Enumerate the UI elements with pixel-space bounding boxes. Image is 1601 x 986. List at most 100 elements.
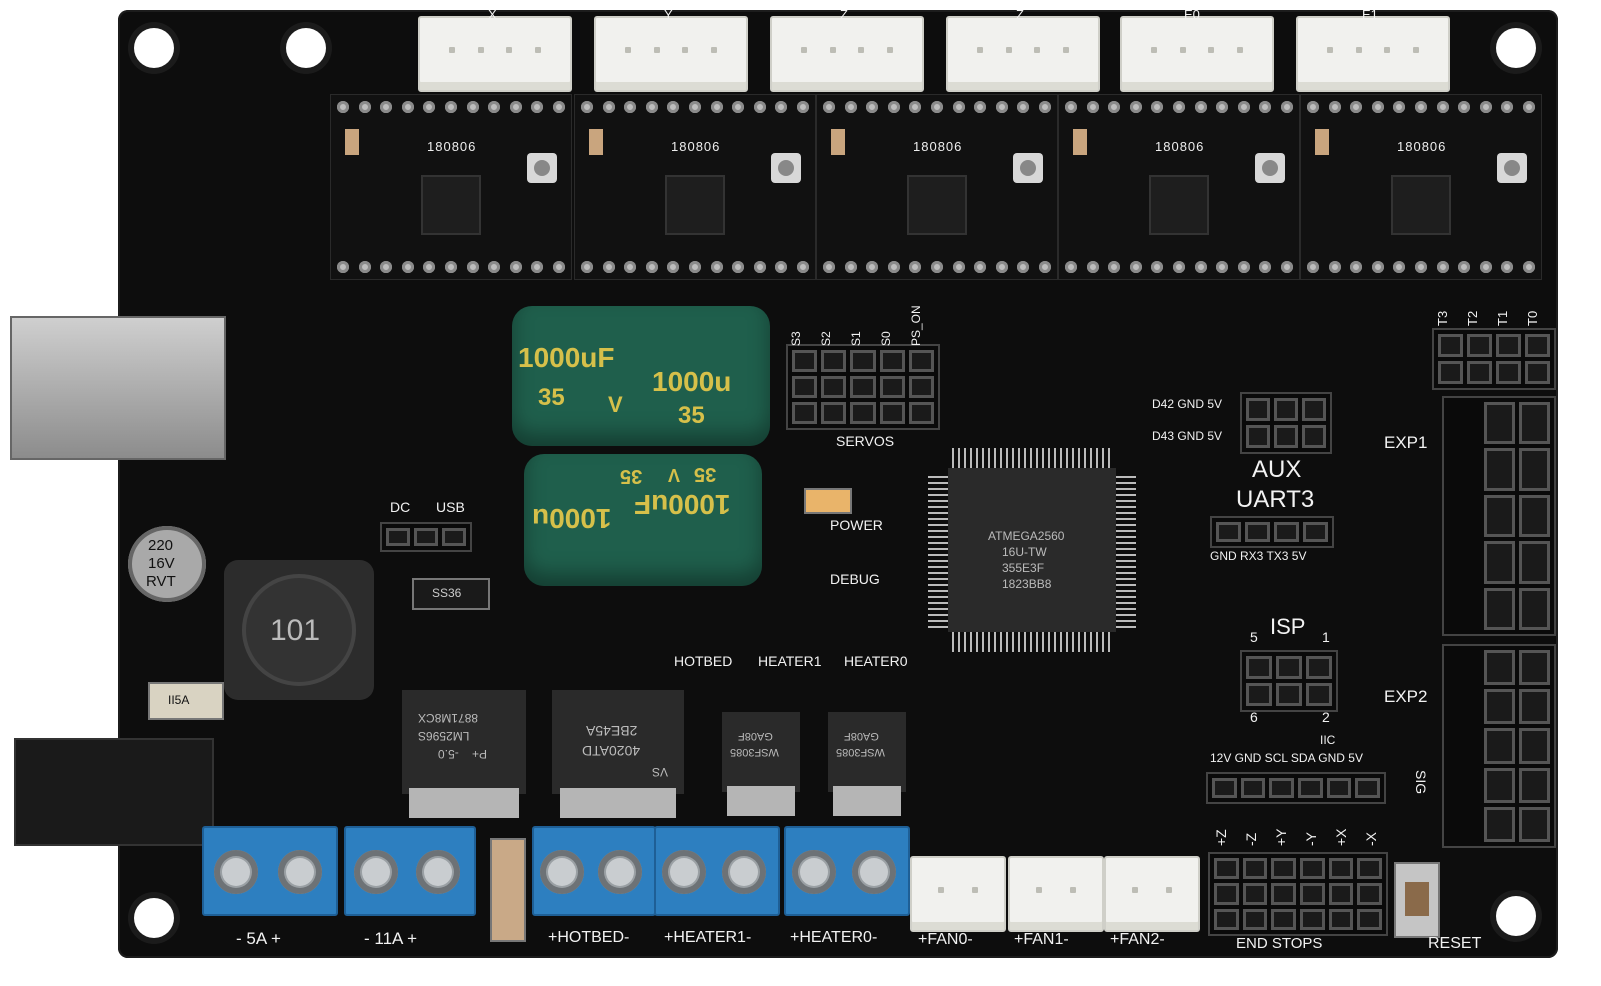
fuse: II5A	[148, 682, 224, 720]
iic-label: IIC	[1320, 733, 1336, 747]
uart3-label: UART3	[1236, 486, 1315, 513]
mounting-hole	[134, 898, 174, 938]
servo-pin-label: S1	[849, 331, 863, 346]
isp-pin-number: 5	[1250, 629, 1258, 645]
reset-button[interactable]	[1394, 862, 1440, 938]
cap-text: 35	[538, 384, 565, 411]
fan-label: +FAN0-	[918, 931, 973, 948]
aux-pin-label: D43 GND 5V	[1152, 429, 1223, 443]
thermistor-label: T1	[1495, 310, 1510, 326]
dc-usb-jumper[interactable]	[380, 522, 472, 552]
mosfet-text: WSF3085	[730, 746, 779, 758]
fan-connector-0[interactable]	[910, 856, 1006, 932]
screw-terminal-heater0[interactable]	[784, 826, 910, 916]
cap-text: 1000uF	[634, 489, 731, 520]
cap-text: V	[608, 392, 623, 417]
cap-text: 35	[620, 465, 643, 487]
cap-text: 1000u	[652, 366, 732, 397]
mosfet: WSF3085 GA08F	[828, 712, 906, 816]
screw-terminal-hotbed[interactable]	[532, 826, 656, 916]
electrolytic-capacitor-1000uf: 35 V 35 1000uF 1000u	[524, 454, 762, 586]
fuse-code: II5A	[168, 693, 190, 707]
terminal-label: +HEATER1-	[664, 929, 752, 946]
usb-label: USB	[436, 499, 465, 515]
exp1-header[interactable]	[1442, 396, 1556, 636]
power-inductor: 101	[224, 560, 374, 700]
fan-connector-2[interactable]	[1104, 856, 1200, 932]
motor-port-label: Y	[664, 7, 673, 22]
stepper-driver-module: 180806	[574, 94, 816, 280]
isp-pin-number: 2	[1322, 709, 1330, 725]
motor-connector-x	[418, 16, 572, 92]
driver-code: 180806	[671, 139, 721, 154]
screw-terminal-heater1[interactable]	[654, 826, 780, 916]
thermistor-label: T0	[1525, 310, 1540, 326]
motor-port-label: E1	[1362, 7, 1378, 22]
mounting-hole	[1496, 896, 1536, 936]
debug-label: DEBUG	[830, 571, 880, 587]
isp-label: ISP	[1270, 614, 1306, 639]
mounting-hole	[1496, 28, 1536, 68]
isp-pin-number: 1	[1322, 629, 1330, 645]
screw-terminal-11a[interactable]	[344, 826, 476, 916]
mcu-text: ATMEGA2560	[988, 529, 1065, 543]
mounting-hole	[134, 28, 174, 68]
mcu-pins-top	[952, 448, 1112, 468]
terminal-label: +HOTBED-	[548, 929, 630, 946]
iic-pin-labels: 12V GND SCL SDA GND 5V	[1210, 751, 1363, 765]
driver-code: 180806	[913, 139, 963, 154]
regulator-text: VS	[652, 765, 669, 779]
uart3-header[interactable]	[1210, 516, 1334, 548]
small-cap-text: RVT	[146, 573, 176, 590]
servo-pin-label: S3	[789, 331, 803, 346]
mosfet-text: GA08F	[738, 730, 773, 742]
endstop-label: +X	[1333, 828, 1349, 846]
motor-connector-e1	[1296, 16, 1450, 92]
thermistor-header[interactable]	[1432, 328, 1556, 390]
isp-header[interactable]	[1240, 650, 1338, 712]
servo-header[interactable]	[786, 344, 940, 430]
fan-label: +FAN1-	[1014, 931, 1069, 948]
regulator-text: P+	[472, 747, 488, 761]
voltage-regulator: 8871M8CX LM2596S -5.0 P+	[402, 690, 526, 818]
screw-terminal-5a[interactable]	[202, 826, 338, 916]
servo-pin-label: S0	[879, 331, 893, 346]
endstop-label: +Y	[1273, 828, 1289, 846]
mcu-text: 355E3F	[1002, 561, 1045, 575]
mosfet: WSF3085 GA08F	[722, 712, 800, 816]
power-led	[804, 488, 852, 514]
thermistor-label: T3	[1435, 310, 1450, 326]
mosfet-text: GA08F	[844, 730, 879, 742]
stepper-driver-module: 180806	[330, 94, 572, 280]
endstop-label: +Z	[1213, 829, 1229, 846]
exp2-header[interactable]	[1442, 644, 1556, 848]
thermistor-label: T2	[1465, 310, 1480, 326]
servo-pin-label: PS_ON	[909, 305, 923, 346]
isp-pin-number: 6	[1250, 709, 1258, 725]
usb-b-port	[10, 316, 226, 460]
small-cap-text: 16V	[148, 555, 175, 572]
aux-header[interactable]	[1240, 392, 1332, 454]
sig-label: SIG	[1413, 770, 1429, 795]
motor-connector-z1	[770, 16, 924, 92]
endstop-label: -Z	[1243, 832, 1259, 846]
endstop-label: -X	[1363, 832, 1379, 846]
uart3-pin-labels: GND RX3 TX3 5V	[1210, 549, 1307, 563]
servo-pin-label: S2	[819, 331, 833, 346]
electrolytic-capacitor-1000uf: 1000uF 1000u 35 V 35	[512, 306, 770, 446]
fan-connector-1[interactable]	[1008, 856, 1104, 932]
endstop-header[interactable]	[1208, 852, 1388, 936]
motor-port-label: X	[488, 7, 497, 22]
iic-header[interactable]	[1206, 772, 1386, 804]
terminal-label: - 11A +	[364, 929, 418, 948]
mcu-chip: ATMEGA2560 16U-TW 355E3F 1823BB8	[948, 468, 1116, 632]
heater-label: HOTBED	[674, 653, 733, 669]
heater-label: HEATER0	[844, 653, 908, 669]
motor-connector-z2	[946, 16, 1100, 92]
cap-text: 35	[694, 463, 717, 485]
regulator-text: 2BE45A	[586, 723, 638, 739]
stepper-driver-module: 180806	[1300, 94, 1542, 280]
power-label: POWER	[830, 517, 883, 533]
exp1-label: EXP1	[1384, 433, 1428, 452]
fuse	[490, 838, 526, 942]
